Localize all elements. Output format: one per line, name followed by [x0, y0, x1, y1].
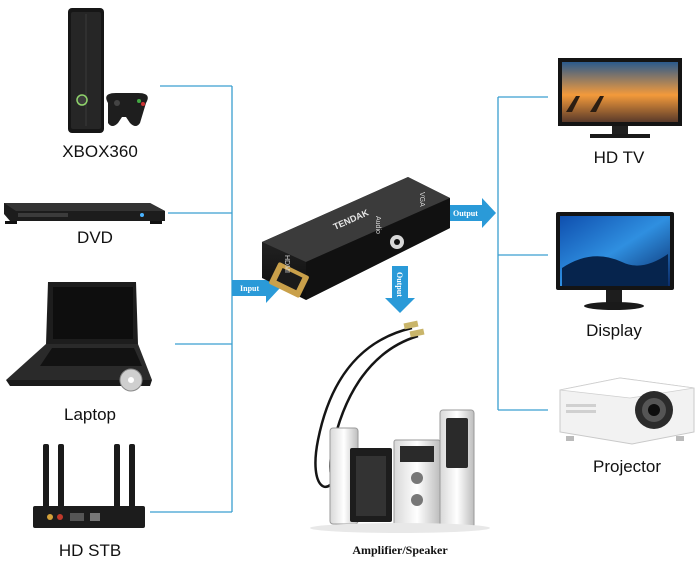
- output-label-projector: Projector: [592, 457, 662, 476]
- input-label-laptop: Laptop: [64, 405, 116, 424]
- display-icon: [556, 212, 674, 310]
- input-arrow-label: Input: [240, 284, 259, 293]
- output-arrow-down: Output: [385, 266, 415, 313]
- xbox360-icon: [68, 8, 148, 133]
- projector-icon: [559, 377, 695, 445]
- input-bus-lines: [150, 85, 233, 513]
- output-arrow-down-label: Output: [395, 272, 404, 297]
- adapter-port-audio: Audio: [374, 216, 381, 234]
- hd-tv-icon: [558, 58, 682, 138]
- input-label-dvd: DVD: [77, 228, 113, 247]
- hd-stb-icon: [33, 444, 145, 528]
- adapter-port-hdmi: HDMI: [283, 255, 290, 273]
- dvd-player-icon: [4, 203, 165, 224]
- output-bus-lines: [497, 96, 548, 411]
- output-arrow-right-label: Output: [453, 209, 478, 218]
- output-label-hd-tv: HD TV: [593, 148, 645, 167]
- input-label-xbox360: XBOX360: [62, 142, 138, 161]
- output-label-display: Display: [586, 321, 642, 340]
- laptop-icon: [6, 282, 152, 392]
- speaker-label: Amplifier/Speaker: [352, 543, 448, 557]
- input-label-hd-stb: HD STB: [58, 541, 122, 560]
- adapter-port-vga: VGA: [418, 192, 425, 207]
- output-arrow-right: Output: [448, 198, 496, 228]
- hdmi-vga-adapter: TENDAK HDMI VGA Audio: [262, 177, 450, 300]
- speaker-system-icon: [310, 409, 490, 533]
